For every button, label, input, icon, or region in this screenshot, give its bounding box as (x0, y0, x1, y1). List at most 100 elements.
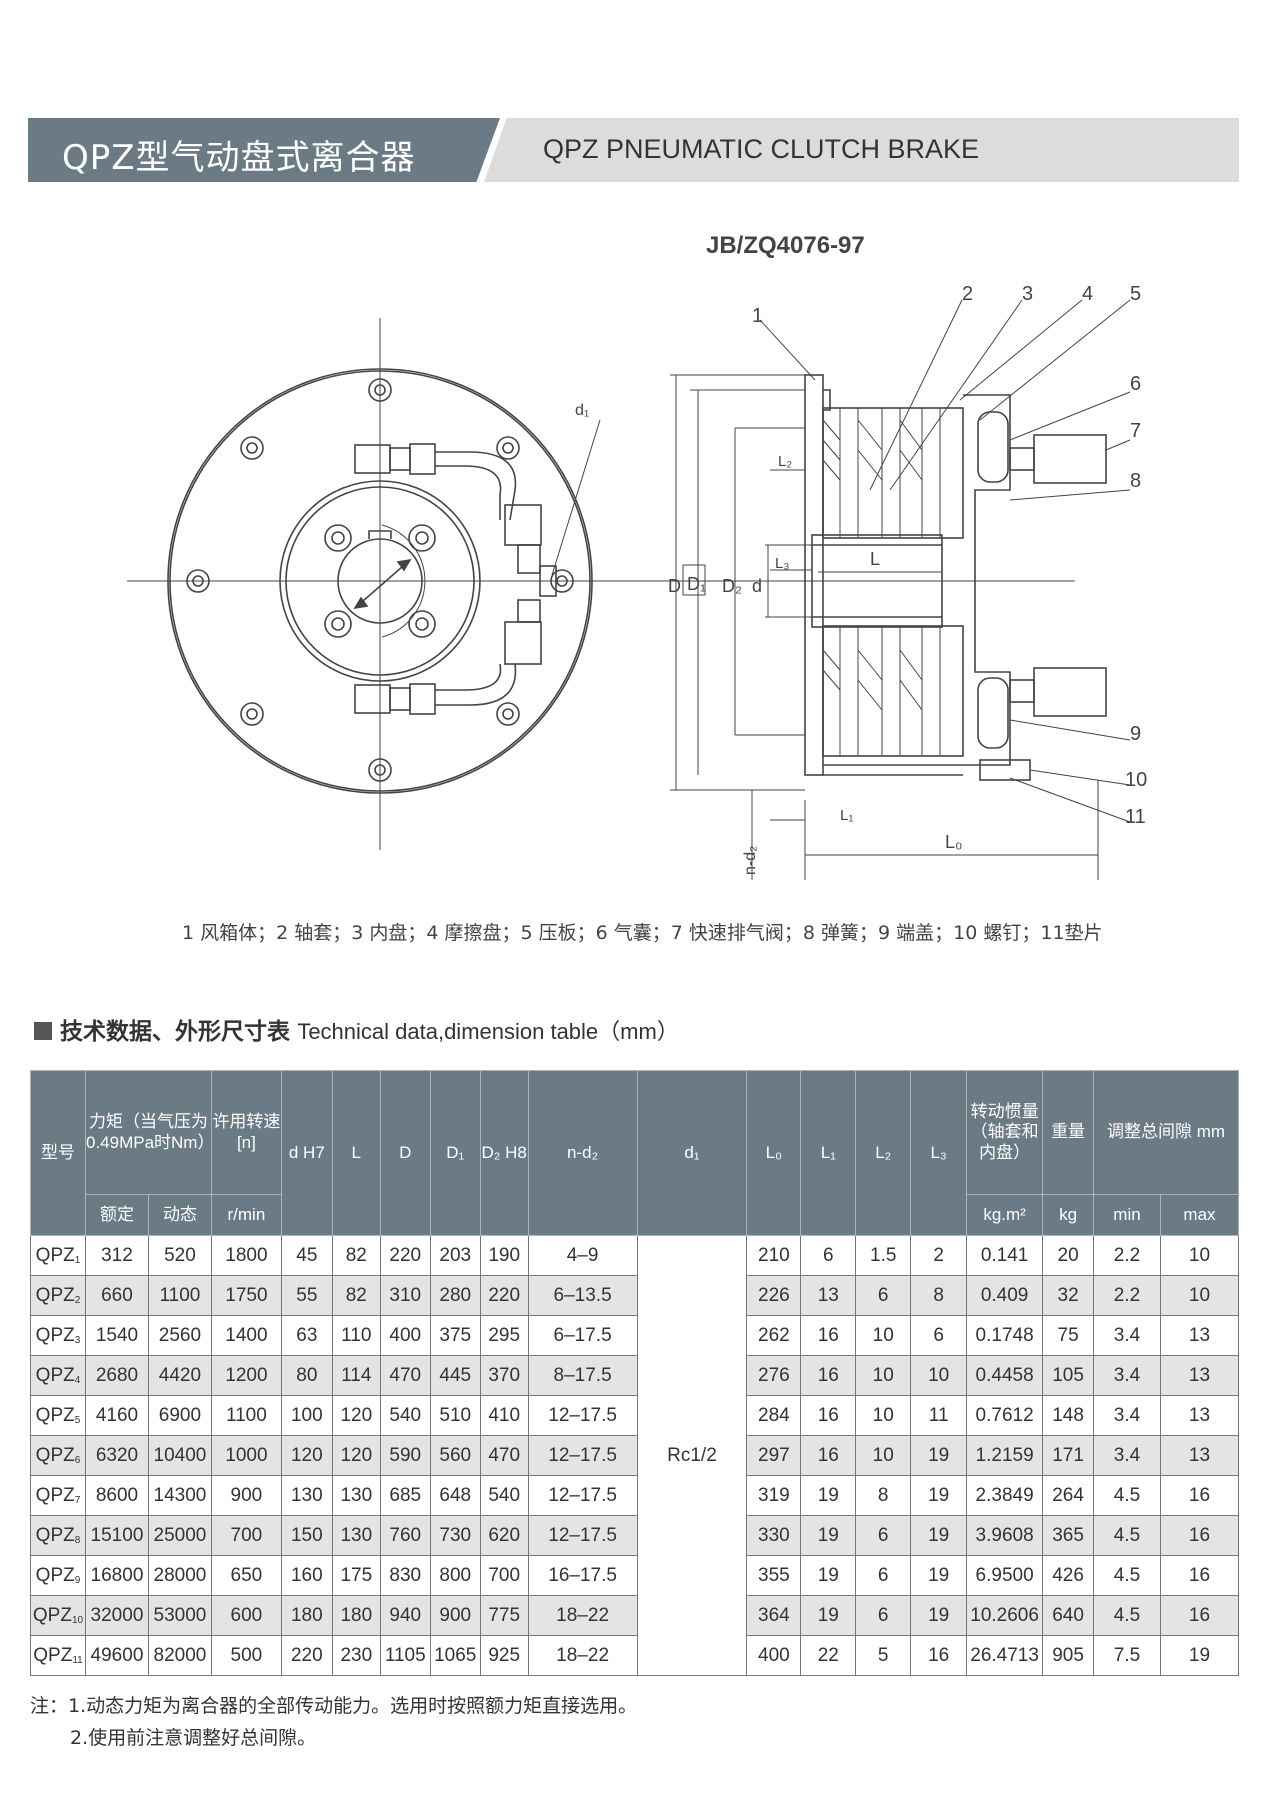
cell-L1: 19 (800, 1555, 857, 1596)
standard-code: JB/ZQ4076-97 (706, 232, 865, 259)
cell-L: 230 (331, 1635, 381, 1676)
cell-dynamic: 82000 (147, 1635, 212, 1676)
callout-11: 11 (1125, 806, 1146, 828)
cell-weight: 32 (1042, 1275, 1095, 1316)
cell-inertia: 0.7612 (966, 1395, 1044, 1436)
cell-L1: 16 (800, 1355, 857, 1396)
cell-L1: 16 (800, 1315, 857, 1356)
cell-weight: 148 (1042, 1395, 1095, 1436)
keyway (368, 530, 392, 539)
cell-min: 4.5 (1093, 1595, 1161, 1636)
cell-min: 4.5 (1093, 1515, 1161, 1556)
cell-inertia: 1.2159 (966, 1435, 1044, 1476)
cell-L0: 262 (746, 1315, 802, 1356)
cell-D2: 775 (479, 1595, 529, 1636)
cell-L2: 10 (855, 1315, 912, 1356)
cell-rated: 4160 (84, 1395, 149, 1436)
cell-min: 3.4 (1093, 1435, 1161, 1476)
cell-weight: 905 (1042, 1635, 1095, 1676)
cell-speed: 1200 (210, 1355, 282, 1396)
cell-dynamic: 6900 (147, 1395, 212, 1436)
section-view: D D₁ D₂ d L L₃ L₂ L₁ L₀ n-d₂ 1 (618, 283, 1147, 880)
cell-D2: 700 (479, 1555, 529, 1596)
bolt-holes (186, 378, 574, 782)
cell-dynamic: 53000 (147, 1595, 212, 1636)
cell-max: 13 (1159, 1395, 1240, 1436)
label-L0: L₀ (945, 832, 962, 852)
th-weight: 重量 (1042, 1070, 1095, 1195)
th-inertia-unit: kg.m² (966, 1194, 1044, 1236)
section-bullet (34, 1022, 52, 1040)
section-title-cn: 技术数据、外形尺寸表 (60, 1019, 290, 1045)
cell-L2: 10 (855, 1395, 912, 1436)
cell-L2: 5 (855, 1635, 912, 1676)
note-2: 2.使用前注意调整好总间隙。 (70, 1727, 317, 1749)
cell-nd2: 16–17.5 (527, 1555, 638, 1596)
technical-drawing: d₁ (127, 283, 1147, 880)
cell-dynamic: 28000 (147, 1555, 212, 1596)
callout-9: 9 (1130, 723, 1141, 745)
cell-D1: 203 (429, 1235, 481, 1276)
cell-max: 16 (1159, 1515, 1240, 1556)
spec-table: 型号 力矩（当气压为0.49MPa时Nm） 许用转速[n] d H7 L D D… (30, 1070, 1240, 1676)
th-speed-unit: r/min (210, 1194, 282, 1236)
cell-weight: 426 (1042, 1555, 1095, 1596)
cell-speed: 1800 (210, 1235, 282, 1276)
cell-model: QPZ5 (30, 1395, 86, 1436)
cell-model: QPZ1 (30, 1235, 86, 1276)
cell-model: QPZ6 (30, 1435, 86, 1476)
cell-speed: 700 (210, 1515, 282, 1556)
cell-L3: 16 (910, 1635, 968, 1676)
cell-nd2: 4–9 (527, 1235, 638, 1276)
cell-min: 3.4 (1093, 1315, 1161, 1356)
cell-rated: 32000 (84, 1595, 149, 1636)
cell-D: 760 (379, 1515, 431, 1556)
label-D: D (668, 576, 681, 596)
cell-nd2: 18–22 (527, 1635, 638, 1676)
cell-L: 180 (331, 1595, 381, 1636)
cell-dynamic: 25000 (147, 1515, 212, 1556)
callout-4: 4 (1082, 283, 1093, 305)
housing-1 (804, 374, 824, 776)
cell-L1: 6 (800, 1235, 857, 1276)
callout-8: 8 (1130, 470, 1141, 492)
cell-model: QPZ10 (30, 1595, 86, 1636)
cell-dynamic: 520 (147, 1235, 212, 1276)
cell-d: 150 (280, 1515, 333, 1556)
cell-max: 19 (1159, 1635, 1240, 1676)
th-speed: 许用转速[n] (210, 1070, 282, 1195)
page-title-en: QPZ PNEUMATIC CLUTCH BRAKE (543, 134, 980, 164)
cell-rated: 15100 (84, 1515, 149, 1556)
cell-L2: 6 (855, 1515, 912, 1556)
d-dimension-arrow (354, 559, 411, 609)
cell-d: 63 (280, 1315, 333, 1356)
cell-L2: 6 (855, 1275, 912, 1316)
cell-D2: 925 (479, 1635, 529, 1676)
cell-D2: 470 (479, 1435, 529, 1476)
section-heading: 技术数据、外形尺寸表 Technical data,dimension tabl… (34, 1012, 679, 1046)
parts-legend: 1 风箱体；2 轴套；3 内盘；4 摩擦盘；5 压板；6 气囊；7 快速排气阀；… (182, 922, 1103, 944)
cell-speed: 1100 (210, 1395, 282, 1436)
airbag-bottom (977, 677, 1009, 749)
th-dynamic: 动态 (147, 1194, 212, 1236)
cell-rated: 2680 (84, 1355, 149, 1396)
cell-max: 10 (1159, 1235, 1240, 1276)
plate-hatch (822, 408, 941, 756)
cell-D: 830 (379, 1555, 431, 1596)
cell-rated: 660 (84, 1275, 149, 1316)
cell-D1: 730 (429, 1515, 481, 1556)
th-L: L (331, 1070, 381, 1236)
label-d: d (752, 576, 762, 596)
page-title-cn: QPZ型气动盘式离合器 (62, 138, 416, 178)
th-gap: 调整总间隙 mm (1093, 1070, 1239, 1195)
friction-plates-top (822, 407, 964, 539)
cell-L: 120 (331, 1435, 381, 1476)
label-D1: D₁ (687, 574, 706, 594)
cell-D1: 445 (429, 1355, 481, 1396)
cell-min: 4.5 (1093, 1475, 1161, 1516)
banner-right-bar (484, 118, 1239, 182)
